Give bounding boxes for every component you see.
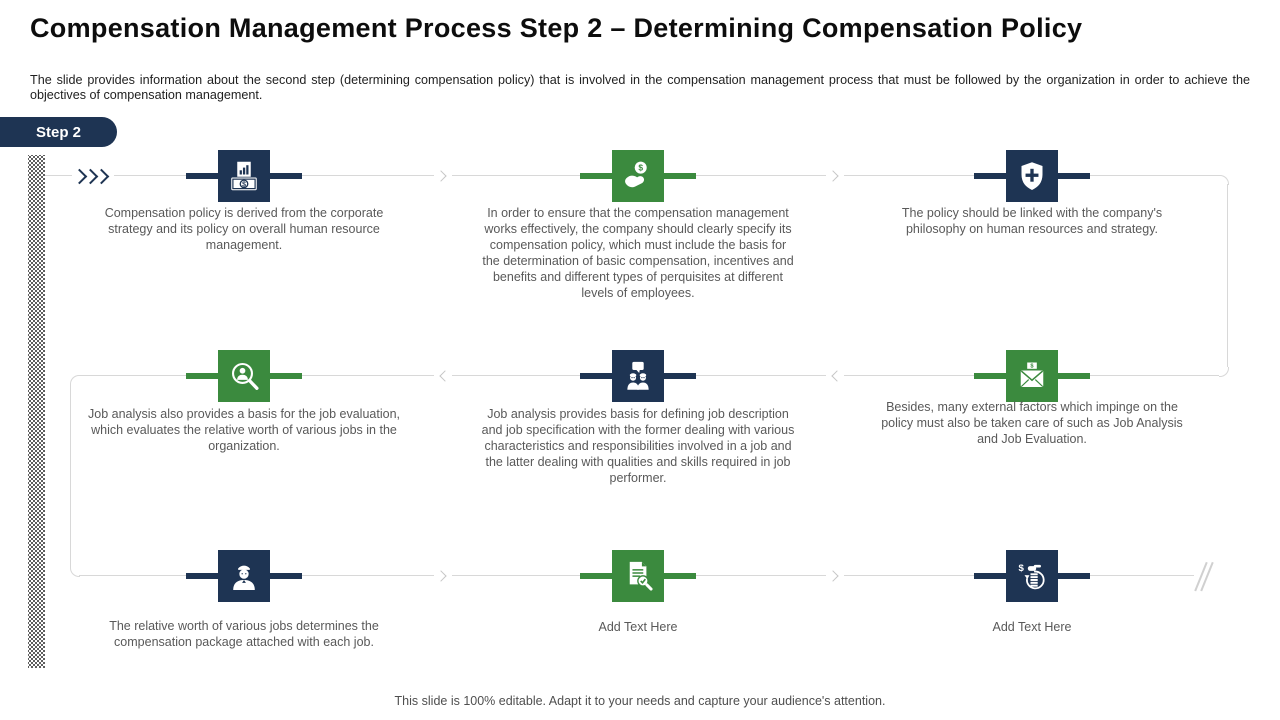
process-node: $ (580, 150, 696, 202)
process-node (186, 350, 302, 402)
node-bar (1058, 373, 1090, 379)
node-bar (664, 573, 696, 579)
triple-chevron-icon (71, 167, 114, 185)
document-search-icon (612, 550, 664, 602)
connector-line-left-vertical (70, 384, 71, 567)
process-node: $ (186, 150, 302, 202)
halftone-dots-decoration (28, 155, 45, 668)
node-bar (664, 173, 696, 179)
node-bar (270, 173, 302, 179)
flow-arrow-left-icon (826, 367, 844, 385)
node-bar (580, 573, 612, 579)
node-text: Add Text Here (598, 620, 678, 634)
svg-text:$: $ (1030, 364, 1034, 370)
slide-subtitle: The slide provides information about the… (30, 73, 1250, 103)
node-text: Besides, many external factors which imp… (881, 400, 1183, 447)
svg-text:$: $ (242, 182, 246, 189)
footer-note: This slide is 100% editable. Adapt it to… (394, 694, 886, 708)
node-text: The policy should be linked with the com… (901, 206, 1163, 237)
node-bar (270, 373, 302, 379)
money-report-icon: $ (218, 150, 270, 202)
step-badge-label: Step 2 (35, 123, 81, 141)
flow-arrow-right-icon (434, 567, 452, 585)
hand-dollar-icon: $ (612, 150, 664, 202)
step-badge: Step 2 (0, 117, 117, 147)
node-bar (186, 173, 218, 179)
node-bar (1058, 573, 1090, 579)
node-bar (974, 173, 1006, 179)
flow-arrow-right-icon (434, 167, 452, 185)
process-node (580, 550, 696, 602)
node-text: Compensation policy is derived from the … (104, 206, 384, 253)
node-text: Add Text Here (992, 620, 1072, 634)
flow-arrow-right-icon (826, 167, 844, 185)
node-bar (1058, 173, 1090, 179)
node-text: Job analysis also provides a basis for t… (88, 407, 400, 454)
node-bar (186, 373, 218, 379)
page-title: Compensation Management Process Step 2 –… (30, 13, 1083, 43)
node-bar (580, 173, 612, 179)
node-text: Job analysis provides basis for defining… (481, 407, 795, 486)
process-node (580, 350, 696, 402)
process-node: $ (974, 550, 1090, 602)
node-bar (186, 573, 218, 579)
node-text: The relative worth of various jobs deter… (109, 619, 379, 650)
node-bar (270, 573, 302, 579)
svg-text:$: $ (1019, 563, 1025, 574)
process-node (186, 550, 302, 602)
discussion-icon (612, 350, 664, 402)
node-bar (974, 373, 1006, 379)
node-bar (664, 373, 696, 379)
connector-corner-bottom-right (1219, 367, 1229, 377)
person-search-icon (218, 350, 270, 402)
process-node: $ (974, 350, 1090, 402)
employee-icon (218, 550, 270, 602)
coins-hand-icon: $ (1006, 550, 1058, 602)
connector-corner-top-left (70, 375, 80, 385)
flow-arrow-left-icon (434, 367, 452, 385)
node-text: In order to ensure that the compensation… (482, 206, 794, 301)
envelope-money-icon: $ (1006, 350, 1058, 402)
connector-line-right-vertical (1227, 184, 1228, 367)
flow-end-marker (1194, 560, 1216, 594)
svg-text:$: $ (638, 162, 643, 172)
node-bar (580, 373, 612, 379)
flow-arrow-right-icon (826, 567, 844, 585)
process-node (974, 150, 1090, 202)
shield-plus-icon (1006, 150, 1058, 202)
node-bar (974, 573, 1006, 579)
